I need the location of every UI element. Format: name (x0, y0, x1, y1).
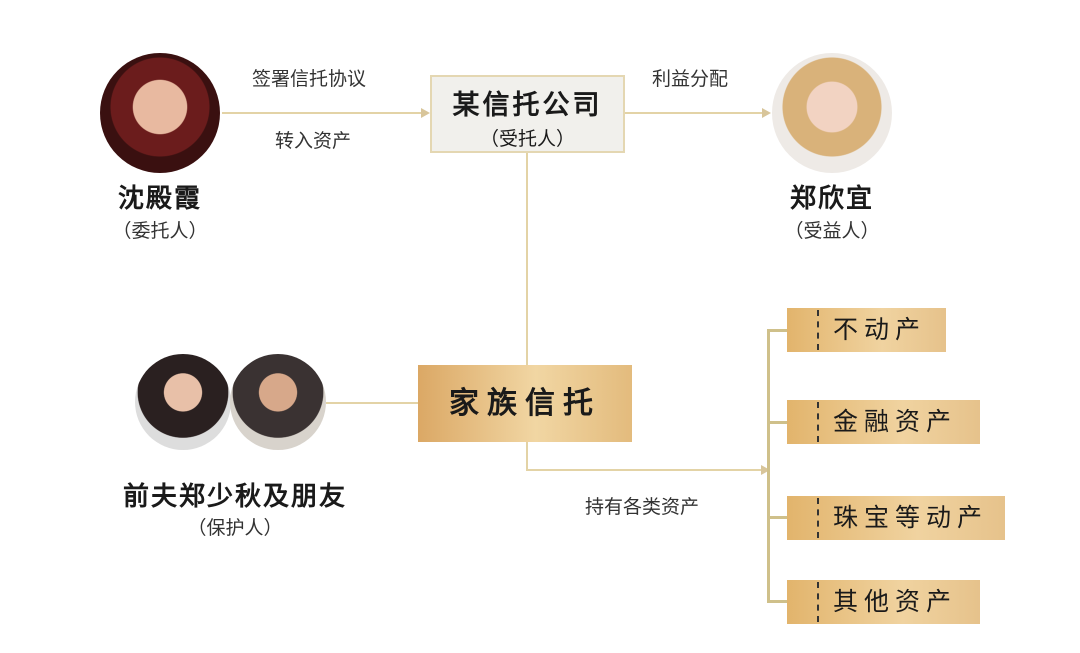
protector-name: 前夫郑少秋及朋友 (122, 482, 347, 512)
arrow-icon (761, 465, 770, 475)
asset-item: 金融资产 (787, 400, 980, 444)
connector-trust-down (526, 442, 528, 470)
trustee-box: 某信托公司 （受托人） (430, 75, 625, 153)
connector-protector-trust (326, 402, 418, 404)
bracket-stub (767, 329, 787, 332)
asset-bracket (767, 330, 770, 602)
connector-trustee-beneficiary (625, 112, 763, 114)
protector-avatar-2 (230, 354, 326, 450)
protector-avatar-1 (135, 354, 231, 450)
connector-trust-assets (526, 469, 762, 471)
connector-settlor-trustee (222, 112, 422, 114)
beneficiary-role: （受益人） (784, 220, 880, 242)
trustee-role: （受托人） (479, 128, 575, 150)
protector-role: （保护人） (187, 517, 283, 539)
asset-label: 其他资产 (833, 587, 958, 616)
family-trust-box: 家族信托 (418, 365, 632, 442)
settlor-name: 沈殿霞 (117, 184, 202, 214)
asset-item: 珠宝等动产 (787, 496, 1005, 540)
distribute-label: 利益分配 (652, 68, 729, 90)
arrow-icon (762, 108, 771, 118)
bracket-stub (767, 600, 787, 603)
settlor-avatar (100, 53, 220, 173)
asset-label: 金融资产 (833, 407, 958, 436)
asset-item: 其他资产 (787, 580, 980, 624)
trustee-name: 某信托公司 (452, 90, 603, 121)
arrow-icon (421, 108, 430, 118)
asset-label: 珠宝等动产 (833, 503, 989, 532)
sign-label: 签署信托协议 (252, 68, 367, 90)
hold-label: 持有各类资产 (585, 496, 700, 518)
transfer-label: 转入资产 (275, 130, 352, 152)
family-trust-name: 家族信托 (449, 386, 601, 421)
asset-item: 不动产 (787, 308, 946, 352)
settlor-role: （委托人） (112, 220, 208, 242)
bracket-stub (767, 516, 787, 519)
asset-label: 不动产 (833, 315, 927, 344)
bracket-stub (767, 421, 787, 424)
beneficiary-name: 郑欣宜 (789, 184, 874, 214)
beneficiary-avatar (772, 53, 892, 173)
connector-trustee-trust (526, 153, 528, 365)
